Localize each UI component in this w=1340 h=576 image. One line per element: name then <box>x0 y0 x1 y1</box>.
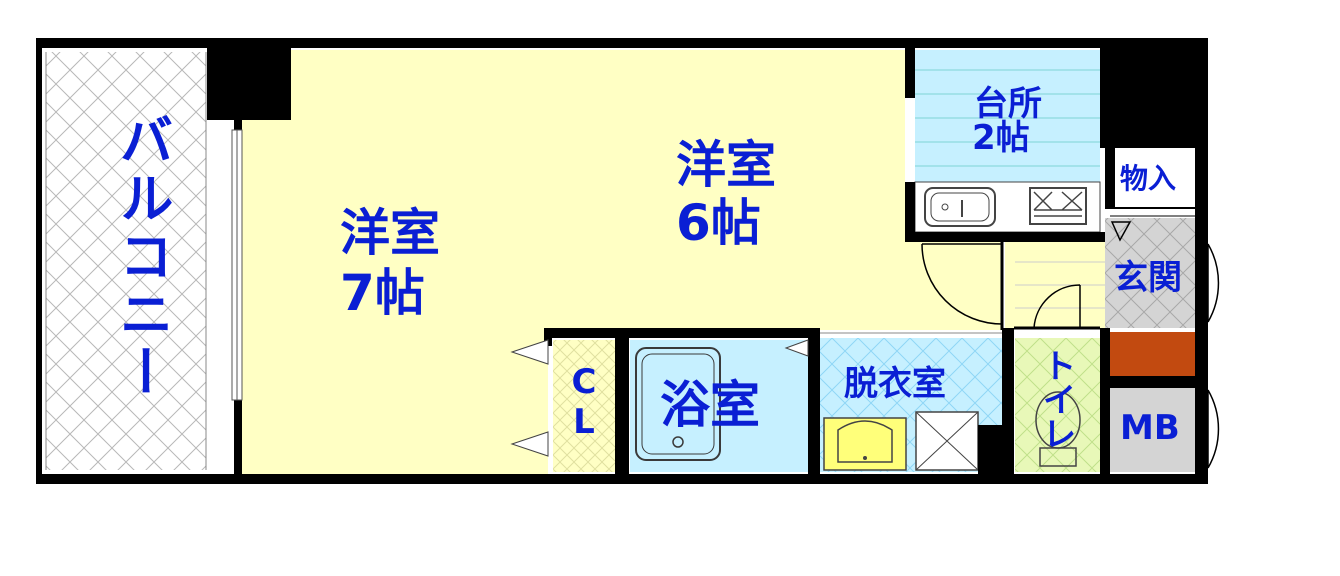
balcony-label: バルコニー <box>106 112 176 402</box>
toilet-text: トイレ <box>1036 348 1076 450</box>
western-room-7-size: 7帖 <box>340 264 425 322</box>
hallway-floor <box>1005 240 1105 328</box>
storage-floor <box>1110 150 1195 208</box>
storage-text: 物入 <box>1120 162 1177 195</box>
dressing-room-text: 脱衣室 <box>844 364 946 404</box>
entrance-text: 玄関 <box>1114 258 1182 298</box>
walls <box>36 38 1208 484</box>
shoe-box <box>1110 332 1195 376</box>
balcony-text: バルコニー <box>110 112 173 402</box>
western-room-floor <box>240 50 1002 474</box>
western-room-6-name: 洋室 <box>676 136 776 194</box>
meter-box-area <box>1110 388 1195 472</box>
kitchen-name-text: 台所 <box>974 84 1042 124</box>
door-markers <box>510 339 809 457</box>
western-room-7-name-text: 洋室 <box>340 204 440 262</box>
dressing-room-label: 脱衣室 <box>844 364 946 404</box>
western-room-6-name-text: 洋室 <box>676 136 776 194</box>
stove-icon <box>1029 187 1087 225</box>
kitchen-size-text: 2帖 <box>972 118 1030 158</box>
toilet-bowl-icon <box>1035 391 1081 467</box>
kitchen-name: 台所 <box>974 84 1042 124</box>
balcony-hatch <box>46 52 206 470</box>
washing-machine-icon <box>915 411 979 471</box>
washbasin-icon <box>823 417 907 471</box>
bathroom-label: 浴室 <box>660 376 760 434</box>
closet-label: C L <box>564 362 604 442</box>
bathtub-icon <box>635 347 721 461</box>
storage-label: 物入 <box>1120 162 1176 196</box>
western-room-6-size: 6帖 <box>676 194 761 252</box>
sink-icon <box>924 187 996 227</box>
closet-letter-l: L <box>573 402 595 442</box>
western-room-7-name: 洋室 <box>340 204 440 262</box>
western-room-7-size-text: 7帖 <box>340 264 425 322</box>
entrance-label: 玄関 <box>1114 258 1182 298</box>
bathroom-text: 浴室 <box>660 376 760 434</box>
toilet-label: トイレ <box>1034 348 1078 450</box>
doors <box>921 221 1220 469</box>
meter-box-label: MB <box>1120 408 1180 448</box>
kitchen-size: 2帖 <box>972 118 1030 158</box>
meter-box-text: MB <box>1120 408 1180 448</box>
western-room-6-size-text: 6帖 <box>676 194 761 252</box>
closet-letter-c: C <box>571 362 597 402</box>
